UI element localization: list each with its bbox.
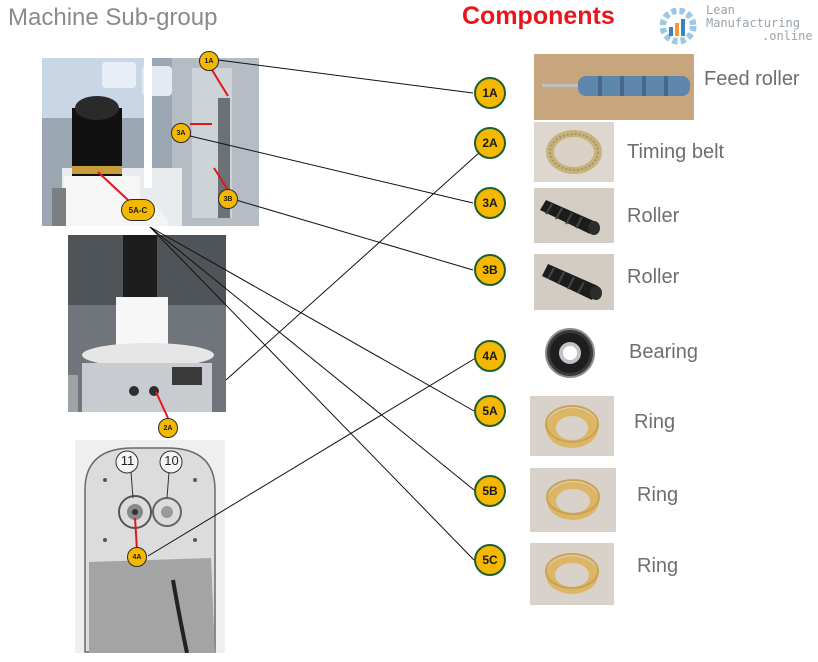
components-title: Components	[462, 2, 615, 30]
gear-chart-icon	[659, 7, 697, 45]
machine-base-drawing	[68, 235, 226, 412]
connector-1a	[217, 59, 474, 94]
component-label-bearing: Bearing	[629, 341, 698, 363]
roller-3b-image	[534, 254, 614, 310]
connector-5b	[149, 226, 475, 491]
callout-5a-c: 5A-C	[121, 199, 155, 221]
machine-subgroup-title: Machine Sub-group	[8, 4, 218, 31]
logo-text-lean: Lean	[706, 3, 735, 17]
component-badge-2a: 2A	[474, 127, 506, 159]
connector-5c	[149, 226, 475, 561]
connector-3a	[189, 135, 474, 204]
callout-1a: 1A	[199, 51, 219, 71]
lean-manufacturing-logo: Lean Manufacturing .online	[654, 0, 818, 50]
component-badge-1a: 1A	[474, 77, 506, 109]
pointer-1a	[211, 69, 229, 97]
timing-belt-image	[534, 122, 614, 182]
callout-4a: 4A	[127, 547, 147, 567]
machine-base-photo	[68, 235, 226, 412]
callout-3b: 3B	[218, 189, 238, 209]
drawing-number-10: 10	[164, 453, 179, 468]
component-label-roller-3b: Roller	[627, 266, 680, 288]
pointer-5ac	[97, 171, 129, 201]
component-badge-5b: 5B	[474, 475, 506, 507]
logo-text-online: .online	[762, 29, 813, 43]
roller-3a-image	[534, 188, 614, 243]
component-badge-5a: 5A	[474, 395, 506, 427]
component-label-ring-5a: Ring	[634, 411, 676, 433]
ring-5b-image	[530, 468, 616, 532]
logo-text-manufacturing: Manufacturing	[706, 16, 800, 30]
ring-5a-image	[530, 396, 614, 456]
component-label-timing-belt: Timing belt	[627, 141, 725, 163]
plate-drawing	[75, 440, 225, 653]
drawing-number-11: 11	[120, 453, 135, 468]
pointer-4a	[134, 517, 138, 551]
connector-2a	[225, 151, 481, 381]
connector-3b	[235, 199, 474, 271]
component-label-roller-3a: Roller	[627, 205, 680, 227]
component-label-ring-5c: Ring	[637, 555, 679, 577]
connector-5a	[149, 226, 475, 412]
component-badge-3b: 3B	[474, 254, 506, 286]
pointer-2a	[155, 391, 169, 419]
feed-roller-image	[534, 54, 694, 120]
component-label-feed-roller: Feed roller	[704, 68, 800, 90]
callout-3a: 3A	[171, 123, 191, 143]
component-badge-4a: 4A	[474, 340, 506, 372]
ring-5c-image	[530, 543, 614, 605]
pointer-3b	[213, 167, 229, 191]
bearing-image	[536, 325, 604, 380]
component-label-ring-5b: Ring	[637, 484, 679, 506]
connector-4a	[147, 355, 480, 557]
component-badge-3a: 3A	[474, 187, 506, 219]
technical-drawing-photo: 11 10	[75, 440, 225, 653]
callout-2a: 2A	[158, 418, 178, 438]
component-badge-5c: 5C	[474, 544, 506, 576]
